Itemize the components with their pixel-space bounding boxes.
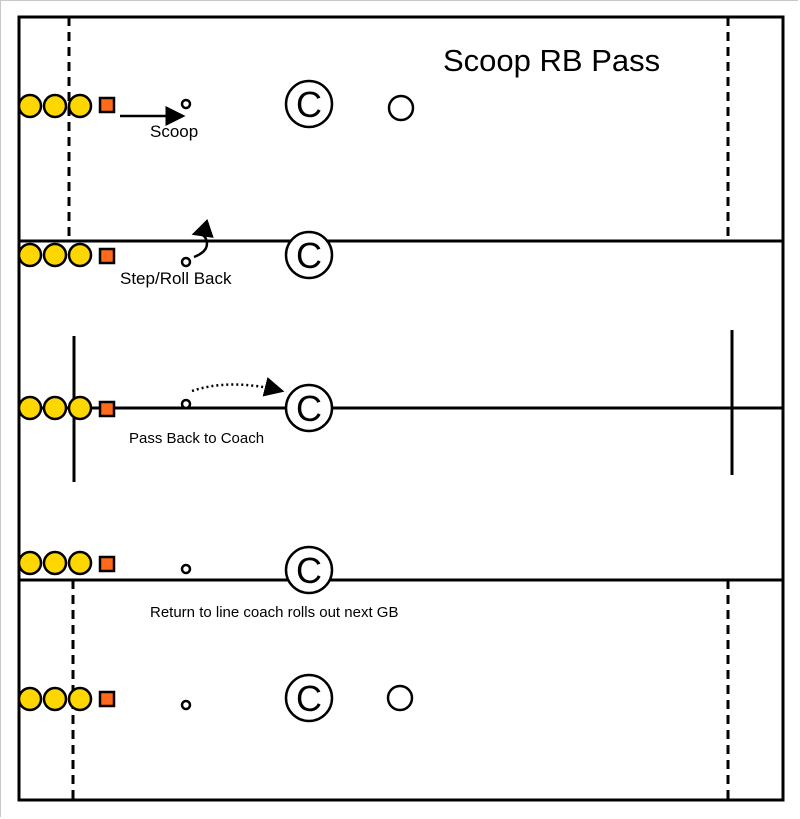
- player-icon: [17, 686, 43, 712]
- coach-letter: C: [296, 388, 322, 429]
- cone-icon: [98, 555, 116, 573]
- ground-ball-icon: [180, 256, 192, 268]
- player-icon: [17, 242, 43, 268]
- return-to-line-label: Return to line coach rolls out next GB: [150, 604, 399, 621]
- player-icon: [17, 93, 43, 119]
- target-player-icon: [386, 684, 414, 712]
- ground-ball-icon: [180, 563, 192, 575]
- coach-icon: [284, 545, 334, 595]
- player-line-row-2: [17, 242, 116, 268]
- player-icon: [42, 395, 68, 421]
- player-icon: [67, 395, 93, 421]
- player-icon: [17, 550, 43, 576]
- cone-icon: [98, 247, 116, 265]
- player-icon: [67, 93, 93, 119]
- player-icon: [67, 550, 93, 576]
- coach-icon: [284, 79, 334, 129]
- pass-arrow-icon: [191, 377, 285, 397]
- player-icon: [42, 93, 68, 119]
- player-icon: [42, 242, 68, 268]
- cone-icon: [98, 400, 116, 418]
- ground-ball-icon: [180, 699, 192, 711]
- coach-letter: C: [296, 550, 322, 591]
- diagram-title: Scoop RB Pass: [443, 43, 661, 78]
- pass-back-label: Pass Back to Coach: [129, 430, 265, 447]
- player-icon: [42, 550, 68, 576]
- player-icon: [42, 686, 68, 712]
- player-icon: [17, 395, 43, 421]
- coach-letter: C: [296, 84, 322, 125]
- player-line-row-5: [17, 686, 116, 712]
- cone-icon: [98, 96, 116, 114]
- coach-letter: C: [296, 678, 322, 719]
- roll-back-arrow-icon: [191, 218, 214, 259]
- player-line-row-1: [17, 93, 116, 119]
- player-icon: [67, 686, 93, 712]
- player-line-row-4: [17, 550, 116, 576]
- player-icon: [67, 242, 93, 268]
- ground-ball-icon: [180, 98, 192, 110]
- scoop-label: Scoop: [150, 122, 199, 141]
- coach-icon: [284, 230, 334, 280]
- target-player-icon: [387, 94, 415, 122]
- coach-letter: C: [296, 235, 322, 276]
- cone-icon: [98, 690, 116, 708]
- coach-icon: [284, 673, 334, 723]
- coach-icon: [284, 383, 334, 433]
- player-line-row-3: [17, 395, 116, 421]
- ground-ball-icon: [180, 398, 192, 410]
- step-roll-back-label: Step/Roll Back: [120, 269, 232, 288]
